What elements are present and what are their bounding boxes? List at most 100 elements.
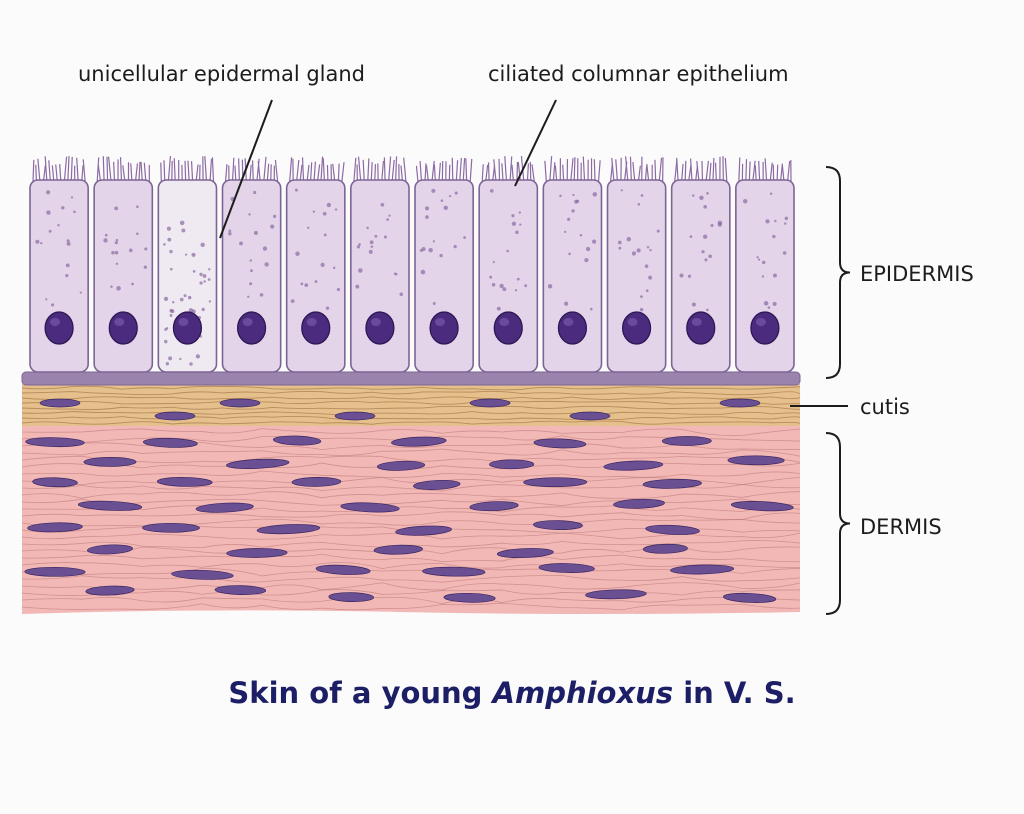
granule bbox=[784, 216, 789, 221]
cilium bbox=[301, 157, 305, 183]
cutis-nucleus bbox=[569, 411, 611, 421]
cilium bbox=[322, 158, 326, 183]
cilium bbox=[289, 157, 293, 183]
nucleus bbox=[750, 311, 780, 345]
caption-prefix: Skin of a young bbox=[228, 676, 493, 710]
granule bbox=[332, 266, 336, 270]
cilium bbox=[209, 158, 213, 183]
granule bbox=[294, 188, 298, 192]
granule bbox=[564, 230, 567, 234]
fibroblast-nucleus bbox=[645, 524, 700, 535]
granule bbox=[516, 277, 520, 281]
basement-membrane-band bbox=[21, 371, 801, 386]
granule bbox=[763, 301, 769, 306]
fibroblast-nucleus bbox=[226, 548, 288, 558]
granule bbox=[207, 278, 211, 281]
cilium bbox=[138, 161, 141, 183]
cilium bbox=[403, 157, 407, 183]
cilium bbox=[320, 156, 324, 183]
granule bbox=[370, 245, 374, 248]
granule bbox=[185, 253, 188, 256]
granule bbox=[617, 240, 622, 245]
granule bbox=[163, 243, 166, 246]
granule bbox=[355, 284, 360, 289]
columnar-cell bbox=[414, 179, 474, 373]
granule bbox=[428, 247, 433, 253]
granule bbox=[631, 251, 636, 256]
granule bbox=[202, 274, 207, 278]
label-dermis: DERMIS bbox=[860, 515, 942, 539]
cilium bbox=[251, 160, 254, 183]
granule bbox=[131, 282, 134, 286]
granule bbox=[312, 210, 316, 213]
columnar-cell bbox=[350, 179, 410, 373]
fibroblast-nucleus bbox=[496, 548, 554, 559]
cilium bbox=[745, 159, 748, 183]
granule bbox=[304, 283, 309, 287]
granule bbox=[579, 234, 583, 237]
cutis-nucleus bbox=[334, 411, 376, 421]
cutis-fiber bbox=[21, 405, 801, 411]
cilium bbox=[487, 162, 490, 183]
label-ciliated-columnar-epithelium: ciliated columnar epithelium bbox=[488, 62, 789, 86]
nucleolus bbox=[242, 318, 253, 326]
cilium bbox=[391, 159, 395, 183]
granule bbox=[163, 339, 168, 344]
granule bbox=[228, 231, 232, 236]
granule bbox=[45, 190, 51, 195]
cilium bbox=[341, 162, 345, 183]
granule bbox=[314, 280, 318, 283]
cutis-fiber bbox=[21, 411, 801, 416]
cilium bbox=[388, 156, 392, 183]
granule bbox=[228, 229, 232, 233]
cilium bbox=[102, 156, 105, 183]
granule bbox=[585, 246, 591, 252]
fibroblast-nucleus bbox=[376, 460, 426, 471]
granule bbox=[143, 265, 148, 269]
granule bbox=[48, 229, 52, 233]
fibroblast-nucleus bbox=[24, 566, 86, 577]
granule bbox=[169, 314, 173, 317]
fibroblast-nucleus bbox=[27, 522, 83, 533]
granule bbox=[420, 269, 426, 275]
granule bbox=[250, 269, 253, 273]
columnar-cell bbox=[478, 179, 539, 373]
cilium bbox=[204, 156, 208, 183]
cilium bbox=[332, 163, 336, 183]
leader-lines bbox=[219, 99, 851, 615]
cilium bbox=[140, 161, 143, 183]
cilium bbox=[531, 164, 535, 183]
cilium bbox=[309, 162, 313, 183]
gland-leader-line bbox=[219, 99, 273, 239]
dermis-fiber bbox=[21, 596, 801, 605]
cilium bbox=[459, 157, 462, 183]
granule bbox=[115, 238, 119, 242]
granule bbox=[199, 272, 203, 277]
label-cutis: cutis bbox=[860, 395, 910, 419]
granule bbox=[70, 196, 74, 199]
fibroblast-nucleus bbox=[661, 436, 712, 446]
fibroblast-nucleus bbox=[613, 498, 665, 509]
granule bbox=[679, 273, 684, 278]
columnar-cell bbox=[93, 179, 154, 373]
granule bbox=[649, 249, 652, 252]
granule bbox=[620, 189, 623, 192]
dermis-fiber bbox=[21, 491, 801, 499]
granule bbox=[419, 249, 423, 252]
granule bbox=[645, 289, 649, 293]
dermis-fiber bbox=[21, 602, 801, 611]
granule bbox=[431, 188, 436, 193]
granule bbox=[189, 362, 193, 366]
granule bbox=[699, 195, 704, 201]
cilium bbox=[562, 164, 565, 183]
ciliated-leader-line bbox=[514, 99, 557, 187]
epidermis-cells bbox=[29, 156, 795, 373]
granule bbox=[208, 268, 211, 271]
cilium bbox=[701, 161, 704, 183]
cilium bbox=[370, 162, 373, 183]
granule bbox=[169, 249, 173, 254]
granule bbox=[511, 221, 517, 226]
nucleolus bbox=[563, 318, 574, 326]
cilium bbox=[424, 163, 427, 183]
cilium bbox=[465, 158, 468, 183]
